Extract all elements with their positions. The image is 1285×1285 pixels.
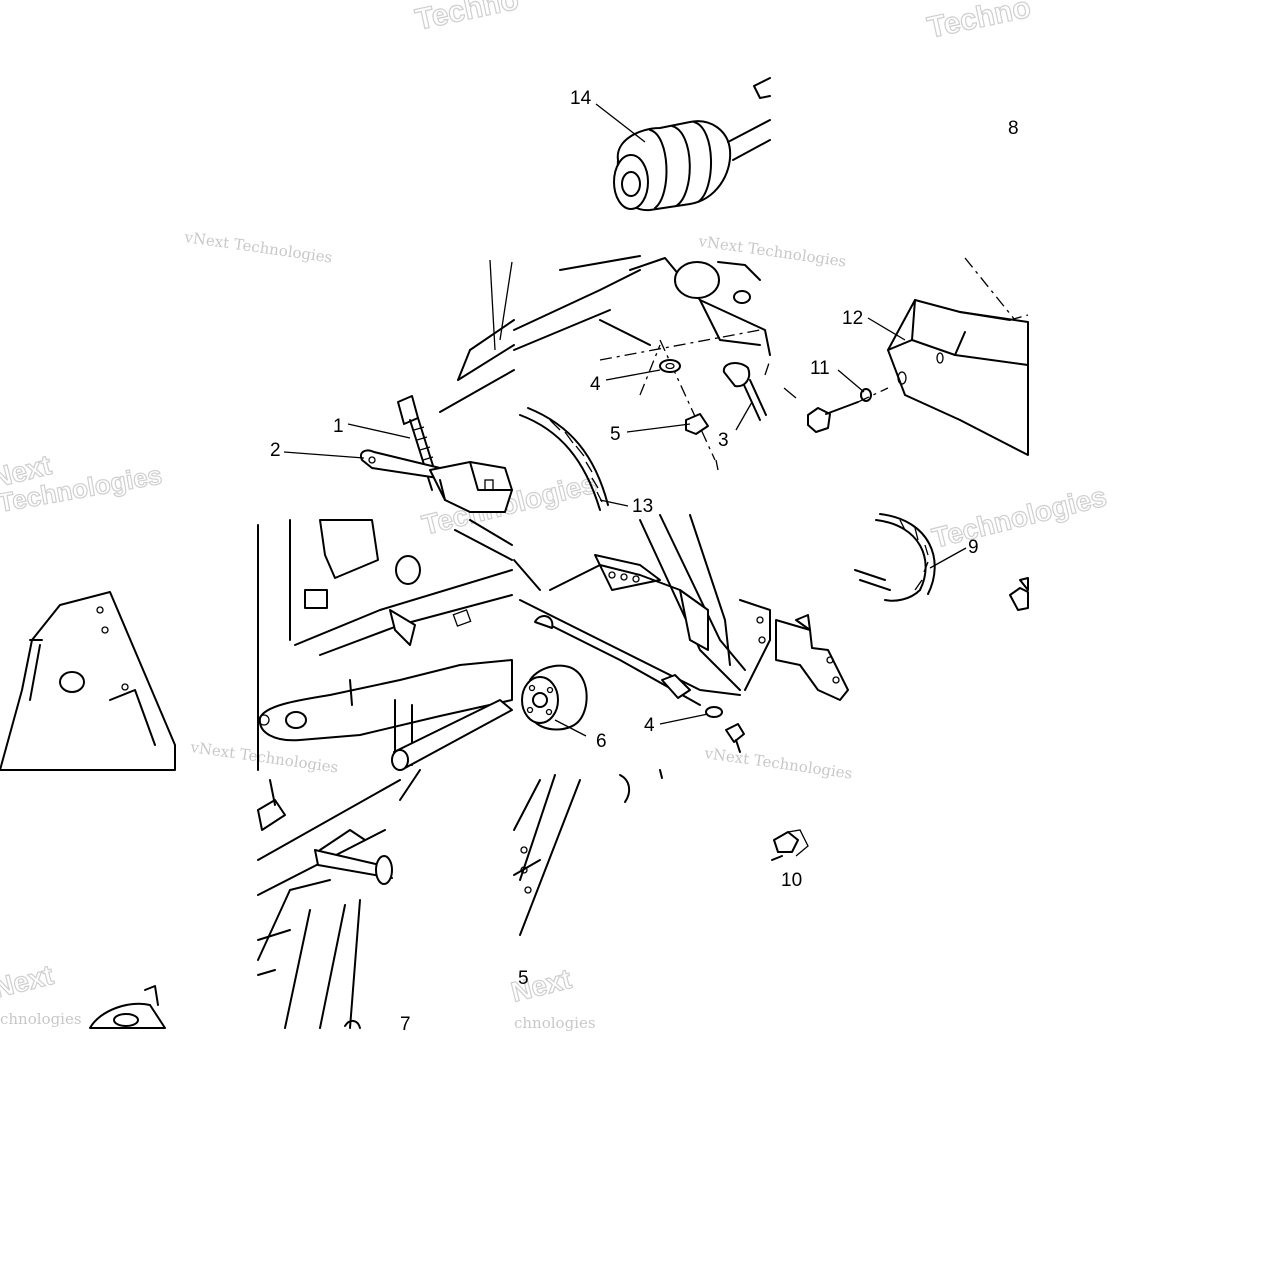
- clamp-bracket: [429, 461, 513, 513]
- watermark: vNext Technologies: [188, 738, 339, 777]
- callout-10: 8: [1008, 118, 1019, 139]
- callout-6: 6: [596, 731, 607, 752]
- watermark: Techno: [925, 0, 1034, 45]
- callout-12: 12: [842, 308, 863, 329]
- callout-9: 10: [781, 870, 802, 891]
- bracket-part-2: [360, 449, 441, 479]
- hardware-lower: [705, 706, 745, 753]
- callout-4-upper: 4: [590, 374, 601, 395]
- fastener-right: [1009, 577, 1029, 611]
- hardware-upper: [599, 329, 771, 471]
- watermark: vNext Technologies: [696, 232, 847, 271]
- callout-labels: 14 8 12 11 1 2 4 5 3 13 9 4 6 10 5 7: [270, 88, 1019, 1035]
- fastener-part-9: [771, 829, 809, 861]
- bolt-part-1: [397, 395, 441, 491]
- callout-7: 7: [400, 1014, 411, 1035]
- lower-center-frame: [257, 769, 421, 1029]
- callout-3: 3: [718, 430, 729, 451]
- lower-left-bearing: [89, 985, 166, 1029]
- watermark: vNext Technologies: [182, 228, 333, 267]
- watermark: chnologies: [514, 1014, 596, 1032]
- watermark: Next: [0, 959, 56, 1004]
- callout-1: 1: [333, 416, 344, 437]
- watermark: Technologies: [929, 481, 1110, 554]
- callout-8: 9: [968, 537, 979, 558]
- callout-5-lower: 5: [518, 968, 529, 989]
- callout-5-upper: 5: [610, 424, 621, 445]
- watermark-layer: Techno Techno vNext Technologies vNext T…: [0, 0, 1110, 1032]
- watermark: vNext Technologies: [702, 744, 853, 783]
- watermark: Techno: [413, 0, 522, 37]
- callout-11: 11: [810, 358, 830, 379]
- rail-part-12: [887, 257, 1029, 456]
- side-plate: [0, 591, 176, 771]
- right-bracket: [775, 614, 849, 701]
- roller-part-6: [521, 664, 588, 731]
- callout-2: 2: [270, 440, 281, 461]
- chain-part-8: [854, 513, 936, 602]
- spring-bushing-part-14: [613, 77, 771, 212]
- upper-frame-section: [439, 255, 771, 413]
- callout-14: 14: [570, 88, 592, 109]
- rear-frame: [513, 514, 771, 706]
- chain-part-13: [519, 407, 609, 511]
- watermark: chnologies: [0, 1010, 82, 1028]
- lower-right-frame: [513, 769, 663, 936]
- callout-13: 13: [632, 496, 653, 517]
- bolt-part-10: [783, 387, 889, 433]
- callout-4-lower: 4: [644, 715, 655, 736]
- main-frame: [257, 519, 513, 771]
- leader-lines: [283, 103, 967, 737]
